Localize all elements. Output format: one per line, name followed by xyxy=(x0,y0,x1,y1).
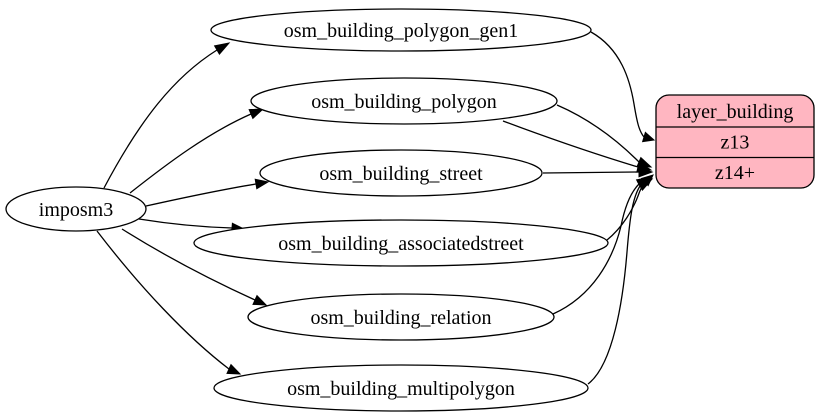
relation-label: osm_building_relation xyxy=(310,307,491,329)
edge-osm_building_polygon-to-layer_building-z14plus xyxy=(556,104,653,168)
layer-building-box xyxy=(655,94,815,189)
edge-osm_building_polygon_gen1-to-layer_building-z13-arrowhead xyxy=(641,131,656,143)
edge-osm_building_polygon_gen1-to-layer_building-z13 xyxy=(590,31,656,143)
node-osm-building-street: osm_building_street xyxy=(259,149,543,197)
multipolygon-ellipse xyxy=(213,364,589,412)
imposm3-ellipse xyxy=(5,186,147,232)
edge-osm_building_multipolygon-to-layer_building-z14plus-arrowhead xyxy=(636,178,654,192)
associatedstreet-label: osm_building_associatedstreet xyxy=(278,233,524,255)
relation-ellipse xyxy=(247,293,555,341)
polygon-label: osm_building_polygon xyxy=(311,91,497,113)
edge-layer xyxy=(96,31,656,385)
edge-imposm3-to-osm_building_polygon_gen1 xyxy=(103,42,231,189)
polygon-gen1-ellipse xyxy=(210,8,592,52)
node-osm-building-associatedstreet: osm_building_associatedstreet xyxy=(193,219,609,267)
node-osm-building-multipolygon: osm_building_multipolygon xyxy=(213,364,589,412)
layer-building-row-z14: z14+ xyxy=(715,162,755,184)
node-osm-building-polygon: osm_building_polygon xyxy=(250,77,558,125)
edge-imposm3-to-osm_building_street xyxy=(145,178,270,207)
street-ellipse xyxy=(259,149,543,197)
layer-building-title: layer_building xyxy=(677,101,794,123)
node-osm-building-relation: osm_building_relation xyxy=(247,293,555,341)
edge-osm_building_multipolygon-to-layer_building-z14plus xyxy=(587,178,654,385)
edge-imposm3-to-osm_building_multipolygon-arrowhead xyxy=(226,363,242,375)
polygon-ellipse xyxy=(250,77,558,125)
node-imposm3: imposm3 xyxy=(5,186,147,232)
edge-imposm3-to-osm_building_relation xyxy=(121,228,268,306)
polygon-gen1-label: osm_building_polygon_gen1 xyxy=(284,20,518,42)
multipolygon-label: osm_building_multipolygon xyxy=(287,378,515,400)
node-osm-building-polygon-gen1: osm_building_polygon_gen1 xyxy=(210,8,592,52)
edge-imposm3-to-osm_building_multipolygon xyxy=(96,230,242,375)
imposm3-label: imposm3 xyxy=(39,199,113,221)
edge-imposm3-to-osm_building_polygon xyxy=(129,108,265,194)
edge-imposm3-to-osm_building_street-arrowhead xyxy=(254,178,270,190)
edge-imposm3-to-osm_building_polygon_gen1-arrowhead xyxy=(213,42,231,56)
edge-imposm3-to-osm_building_polygon-arrowhead xyxy=(248,108,265,120)
street-label: osm_building_street xyxy=(319,163,483,185)
edge-imposm3-to-osm_building_relation-arrowhead xyxy=(252,294,268,306)
associatedstreet-ellipse xyxy=(193,219,609,267)
edge-osm_building_street-to-layer_building-z14plus-arrowhead xyxy=(638,166,654,178)
layer-building-row-z13: z13 xyxy=(721,132,750,154)
edge-osm_building_street-to-layer_building-z14plus xyxy=(542,166,654,178)
node-layer-building: layer_building z13 z14+ xyxy=(655,94,815,189)
